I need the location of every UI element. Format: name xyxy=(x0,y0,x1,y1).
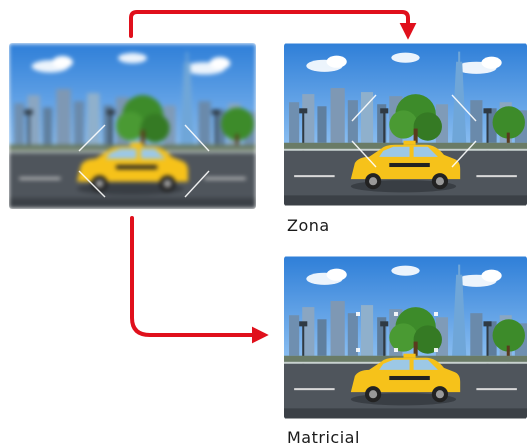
matrix-caption: Matricial xyxy=(287,428,360,447)
arrow-right-down-icon xyxy=(129,10,417,40)
arrow-down-right-icon xyxy=(130,216,269,344)
matrix-focus-image xyxy=(284,256,527,419)
zone-focus-brackets xyxy=(351,94,477,168)
zone-focus-image xyxy=(284,43,527,206)
matrix-focus-points xyxy=(356,312,438,352)
zone-caption: Zona xyxy=(287,216,330,235)
source-image xyxy=(9,43,256,209)
focus-zone-marks xyxy=(78,124,210,198)
